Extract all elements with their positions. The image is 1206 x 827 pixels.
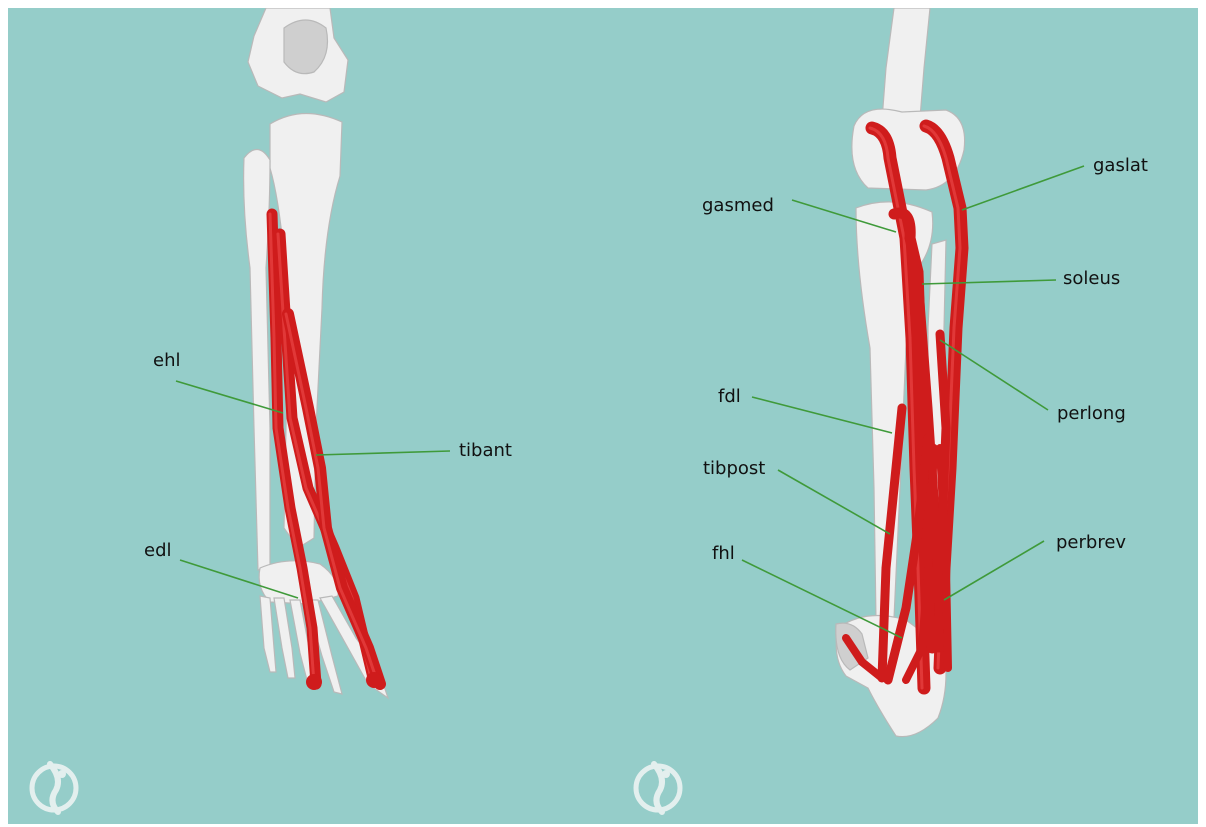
label-perlong: perlong — [1057, 403, 1126, 424]
label-gaslat: gaslat — [1093, 155, 1148, 176]
label-soleus: soleus — [1063, 268, 1120, 289]
label-tibpost: tibpost — [703, 458, 765, 479]
posterior-view-canvas: gasmed gaslat soleus fdl perlong tibpost… — [606, 8, 1198, 824]
label-ehl: ehl — [153, 350, 180, 371]
label-fdl: fdl — [718, 386, 741, 407]
label-perbrev: perbrev — [1056, 532, 1126, 553]
label-edl: edl — [144, 540, 172, 561]
anterior-view-panel: ehl tibant edl — [8, 8, 606, 824]
label-fhl: fhl — [712, 543, 735, 564]
label-gasmed: gasmed — [702, 195, 774, 216]
posterior-view-panel: gasmed gaslat soleus fdl perlong tibpost… — [606, 8, 1198, 824]
anterior-view-canvas: ehl tibant edl — [8, 8, 606, 824]
label-tibant: tibant — [459, 440, 512, 461]
